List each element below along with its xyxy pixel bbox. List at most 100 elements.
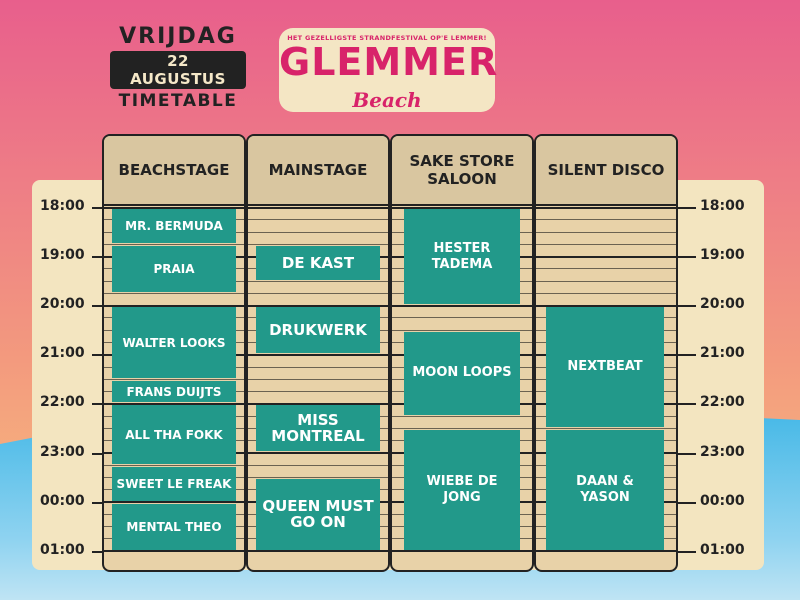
stage-name: MAINSTAGE [248,136,388,206]
stage-name: SAKE STORE SALOON [392,136,532,206]
hour-line [248,206,388,209]
time-label-right: 18:00 [700,198,745,214]
stage-name: SILENT DISCO [536,136,676,206]
time-label-left: 01:00 [40,541,85,558]
hour-tick [676,207,696,209]
artist-slot[interactable]: WALTER LOOKS [112,307,236,378]
hour-tick [92,256,104,259]
quarter-line [536,231,676,233]
logo-script: Beach [352,88,422,112]
hour-tick [676,452,696,455]
hour-line [248,452,388,454]
hour-tick [92,403,104,406]
quarter-line [248,219,388,221]
hour-tick [676,354,696,357]
artist-slot[interactable]: SWEET LE FREAK [112,466,236,501]
hour-line [536,206,676,209]
hour-line [392,304,532,307]
quarter-line [104,464,244,466]
hour-tick [92,501,104,504]
hour-line [536,304,676,307]
artist-slot[interactable]: HESTER TADEMA [404,209,520,305]
time-label-right: 20:00 [700,296,745,313]
quarter-line [248,477,388,479]
quarter-line [392,427,532,429]
hour-tick [92,550,104,553]
time-label-left: 20:00 [40,296,85,313]
artist-slot[interactable]: DE KAST [256,245,380,280]
time-label-left: 00:00 [40,492,85,509]
quarter-line [392,317,532,319]
quarter-line [248,366,388,368]
timetable-subtitle: TIMETABLE [118,91,238,111]
hour-line [104,550,244,553]
hour-line [104,501,244,504]
logo-tagline: HET GEZELLIGSTE STRANDFESTIVAL OP'E LEMM… [287,34,487,42]
quarter-line [536,268,676,270]
hour-tick [92,452,104,455]
time-label-left: 19:00 [40,247,85,264]
hour-tick [676,550,696,553]
artist-slot[interactable]: PRAIA [112,245,236,292]
hour-tick [676,403,696,406]
quarter-line [104,243,244,245]
artist-slot[interactable]: MOON LOOPS [404,331,520,415]
quarter-line [248,464,388,466]
quarter-line [536,280,676,282]
hour-tick [676,305,696,308]
artist-slot[interactable]: NEXTBEAT [546,307,664,427]
hour-line [392,550,532,553]
artist-slot[interactable]: QUEEN MUST GO ON [256,479,380,550]
hour-line [248,550,388,553]
hour-tick [676,256,696,259]
hour-tick [92,207,104,209]
time-label-right: 23:00 [700,443,745,460]
festival-logo: HET GEZELLIGSTE STRANDFESTIVAL OP'E LEMM… [279,28,499,112]
hour-line [104,304,244,307]
hour-tick [92,305,104,308]
quarter-line [248,391,388,393]
quarter-line [104,292,244,294]
logo-name: GLEMMER [279,40,499,84]
stage-column: MAINSTAGE DE KAST DRUKWERK MISS MONTREAL QUE… [246,134,390,572]
time-label-right: 19:00 [700,247,745,264]
hour-tick [676,501,696,504]
artist-slot[interactable]: MENTAL THEO [112,503,236,550]
quarter-line [248,243,388,245]
quarter-line [536,219,676,221]
hour-line [536,550,676,553]
artist-slot[interactable]: FRANS DUIJTS [112,380,236,403]
artist-slot[interactable]: ALL THA FOKK [112,405,236,464]
artist-slot[interactable]: DRUKWERK [256,307,380,354]
hour-tick [92,354,104,357]
time-label-right: 01:00 [700,541,745,558]
hour-line [392,206,532,209]
artist-slot[interactable]: DAAN & YASON [546,429,664,550]
day-title: VRIJDAG [119,24,237,49]
quarter-line [392,415,532,417]
time-label-left: 22:00 [40,394,85,411]
artist-slot[interactable]: MR. BERMUDA [112,209,236,243]
quarter-line [536,292,676,294]
event-header: VRIJDAG 22 AUGUSTUS TIMETABLE [110,24,246,112]
hour-line [248,402,388,405]
quarter-line [248,231,388,233]
time-label-right: 22:00 [700,394,745,411]
time-label-right: 21:00 [700,345,745,362]
quarter-line [536,243,676,245]
time-label-left: 21:00 [40,345,85,362]
stage-name: BEACHSTAGE [104,136,244,206]
hour-line [248,304,388,307]
hour-line [104,206,244,209]
artist-slot[interactable]: WIEBE DE JONG [404,429,520,550]
quarter-line [248,378,388,380]
artist-slot[interactable]: MISS MONTREAL [256,405,380,452]
hour-line [104,402,244,405]
quarter-line [392,329,532,331]
hour-line [248,353,388,356]
quarter-line [536,427,676,429]
time-label-left: 23:00 [40,443,85,460]
